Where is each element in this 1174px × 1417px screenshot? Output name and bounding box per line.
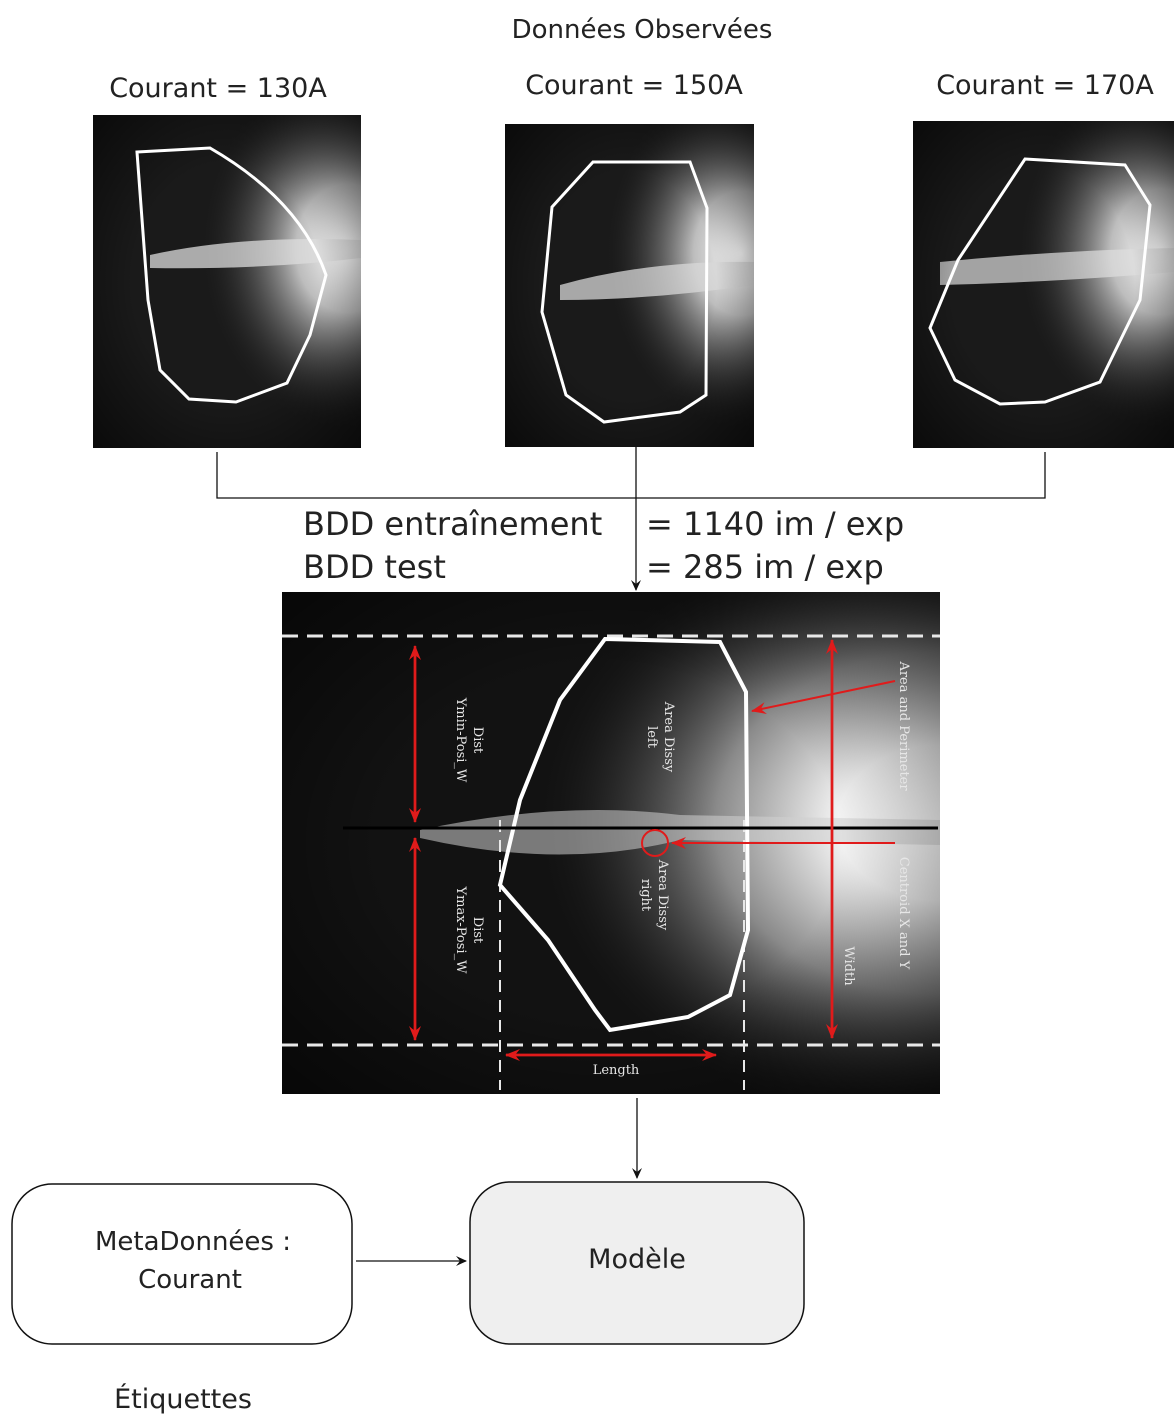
current-label-130: Courant = 130A <box>109 73 327 104</box>
metadata-box <box>11 1183 353 1345</box>
weld-pool-image-170a <box>913 121 1174 448</box>
test-set-value: = 285 im / exp <box>646 548 884 586</box>
labels-caption: Étiquettes <box>114 1383 252 1415</box>
current-label-150: Courant = 150A <box>525 70 743 101</box>
label-dist-ymax-line2: Ymax-Posi_W <box>453 886 468 975</box>
weld-pool-image-130a <box>93 115 361 448</box>
train-set-value: = 1140 im / exp <box>646 505 904 543</box>
test-set-label: BDD test <box>303 548 446 586</box>
model-box-label: Modèle <box>588 1244 686 1275</box>
label-area-perimeter: Area and Perimeter <box>896 660 911 791</box>
model-box <box>469 1181 805 1345</box>
diagram-title: Données Observées <box>512 15 773 45</box>
image-merge-connector <box>216 452 1046 499</box>
annotated-weld-pool-image <box>282 592 940 1094</box>
weld-pool-image-150a <box>505 124 754 447</box>
label-area-right-line2: right <box>638 879 653 912</box>
current-label-170: Courant = 170A <box>936 70 1154 101</box>
label-area-right-line1: Area Dissy <box>655 859 670 931</box>
metadata-box-line2: Courant <box>138 1265 242 1295</box>
label-centroid: Centroid X and Y <box>896 857 911 970</box>
label-dist-ymin-line2: Ymin-Posi_W <box>453 697 468 783</box>
label-dist-ymin-line1: Dist <box>470 727 485 754</box>
label-area-left-line2: left <box>644 726 659 749</box>
label-length: Length <box>593 1063 640 1078</box>
label-area-left-line1: Area Dissy <box>661 701 676 773</box>
train-set-label: BDD entraînement <box>303 505 602 543</box>
label-width: Width <box>841 946 856 986</box>
label-dist-ymax-line1: Dist <box>470 917 485 944</box>
metadata-box-line1: MetaDonnées : <box>95 1227 291 1257</box>
